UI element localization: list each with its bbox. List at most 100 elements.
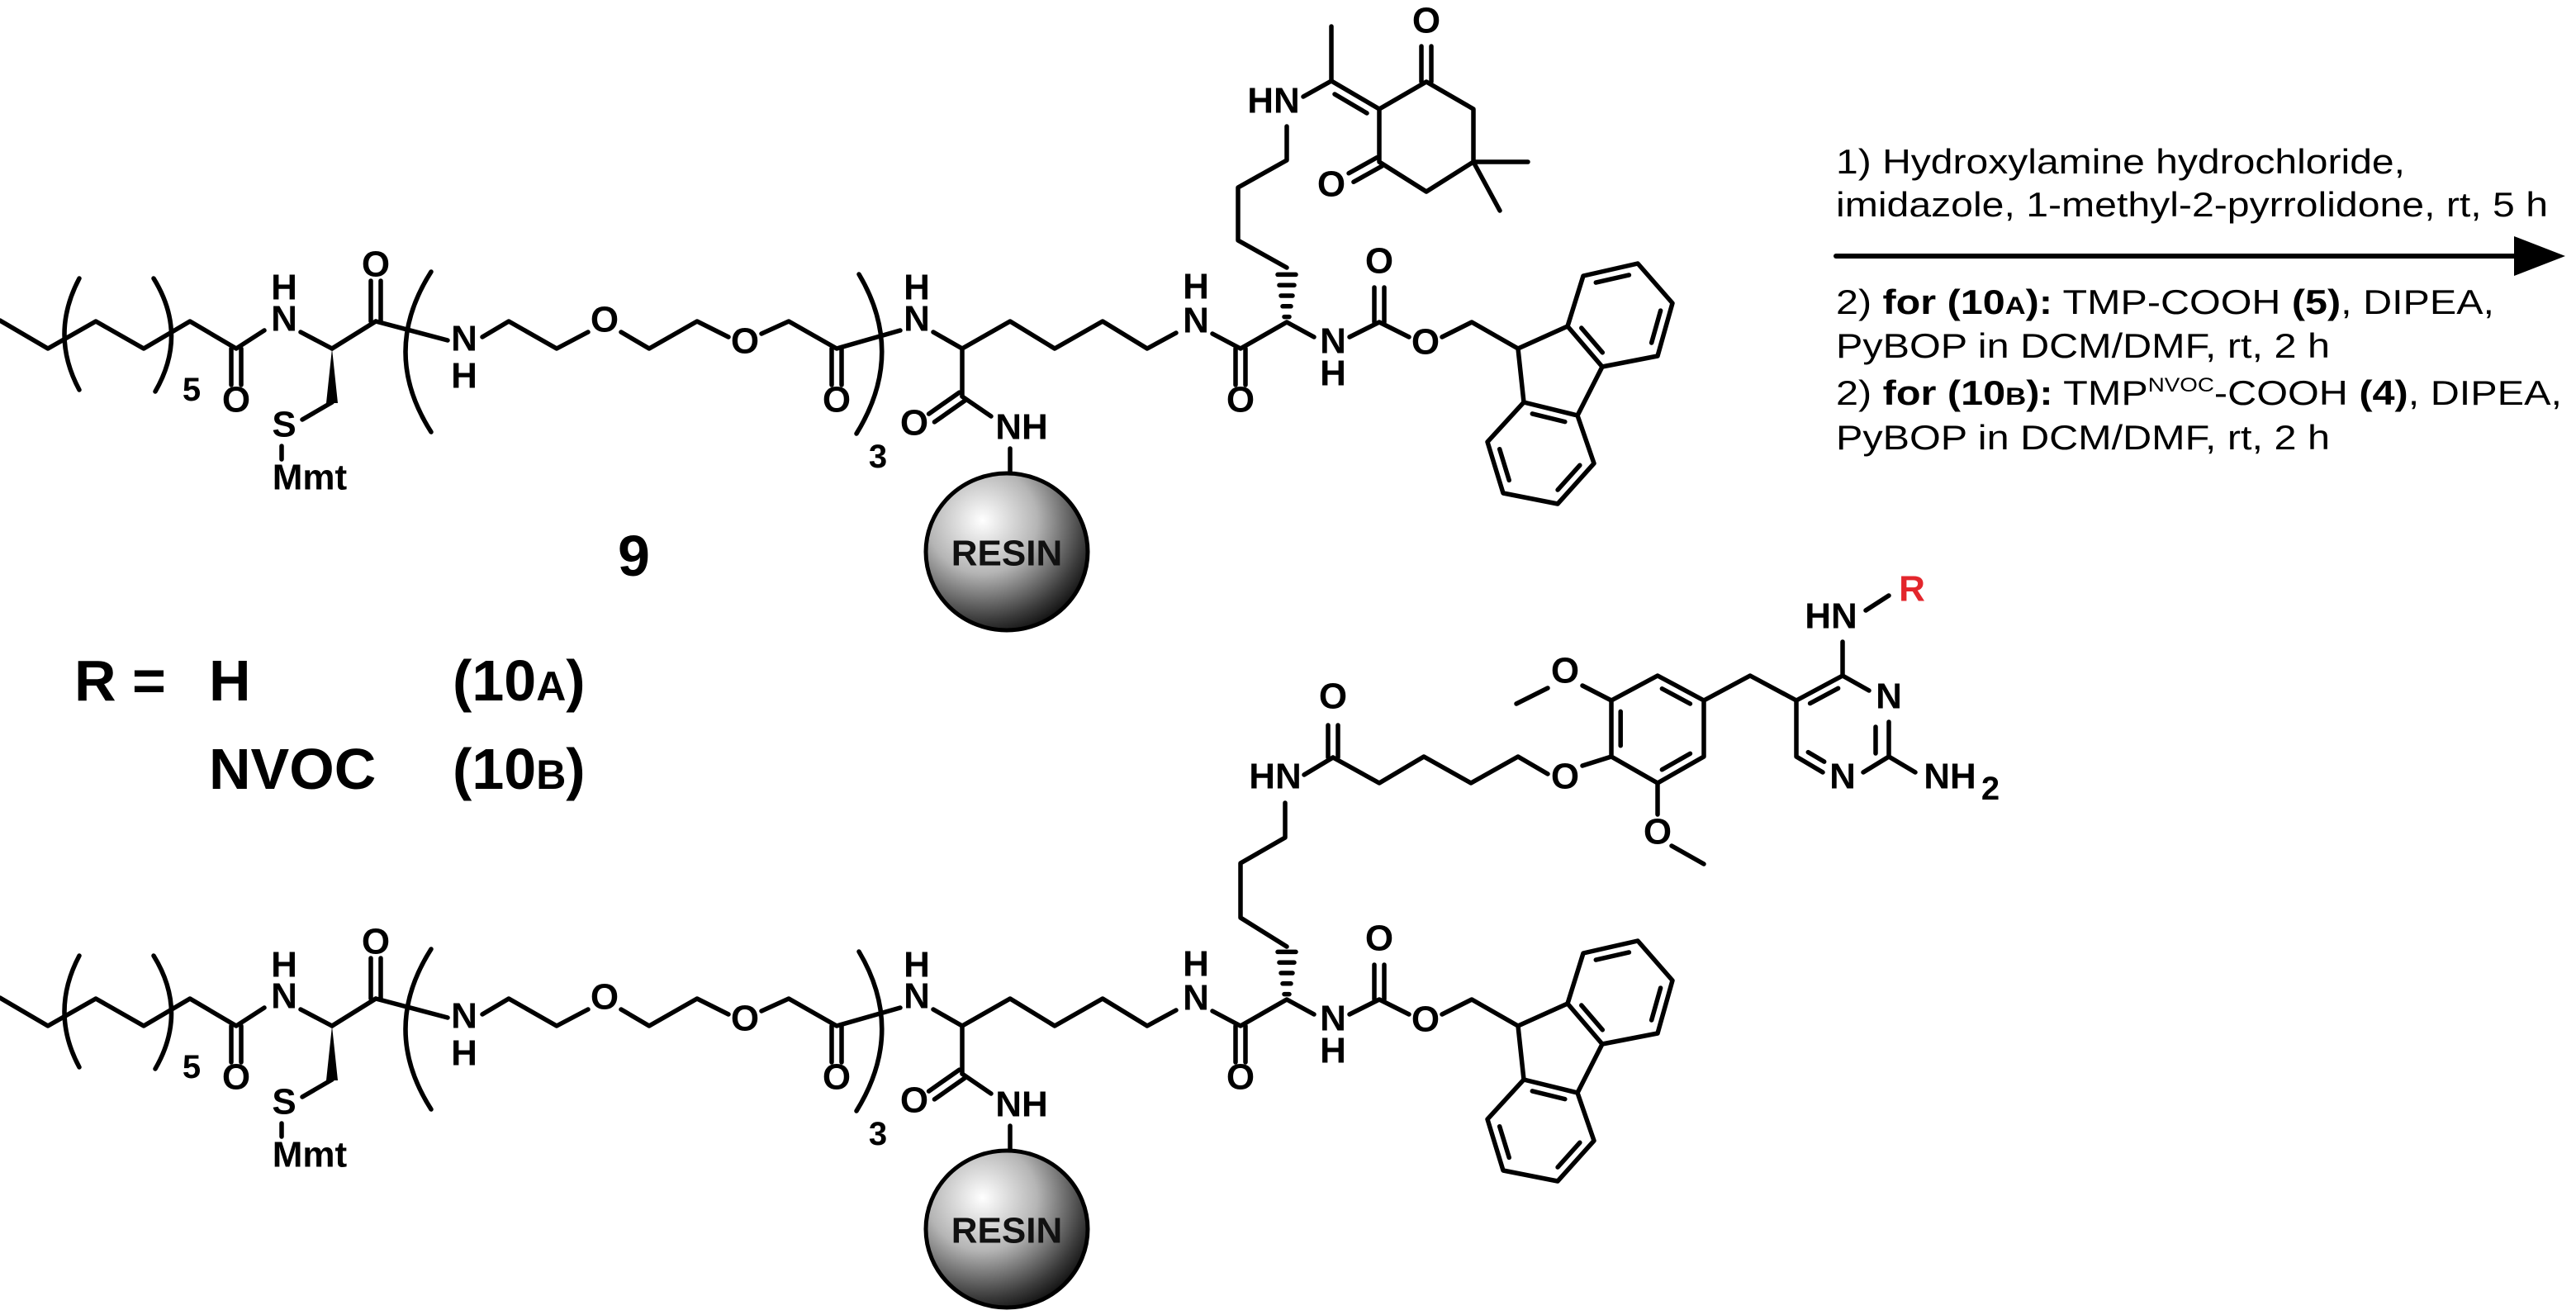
hydrogen-label: H bbox=[451, 1033, 477, 1074]
carbonyl-bond bbox=[1346, 155, 1379, 176]
oxygen-label: O bbox=[731, 999, 759, 1039]
aromatic-inner-bond bbox=[1497, 446, 1511, 483]
peg-chain-bond bbox=[759, 319, 903, 351]
aromatic-inner-bond bbox=[1659, 751, 1693, 772]
legend-compound-10b: (10B) bbox=[453, 737, 586, 801]
hn-label: HN bbox=[1249, 757, 1302, 797]
oxygen-label: O bbox=[900, 403, 928, 444]
pyrimidine-bond bbox=[1794, 673, 1872, 775]
aromatic-inner-bond bbox=[1649, 985, 1663, 1023]
legend-compound-10a: (10A) bbox=[453, 648, 586, 713]
bond bbox=[1886, 754, 1918, 775]
dimedone-ring bbox=[1377, 79, 1476, 194]
legend-r-value-nvoc: NVOC bbox=[209, 737, 376, 801]
reagent-superscript: NVOC bbox=[2148, 374, 2214, 396]
oxygen-label: O bbox=[1365, 241, 1393, 282]
hydrogen-label: H bbox=[451, 356, 477, 396]
nitrogen-label: N bbox=[451, 319, 477, 359]
for-letter: A bbox=[2005, 292, 2026, 320]
for-label: for (10 bbox=[1883, 282, 2005, 321]
bond bbox=[298, 330, 334, 351]
bond bbox=[1302, 755, 1335, 777]
fluorene-bond bbox=[1516, 346, 1526, 405]
reagent-tail: , DIPEA, bbox=[2341, 282, 2494, 321]
oxygen-label: O bbox=[1226, 380, 1255, 420]
bond bbox=[373, 319, 450, 343]
resin-label: RESIN bbox=[951, 1211, 1062, 1251]
paren-open: ( bbox=[453, 648, 472, 713]
reagent: TMP bbox=[2053, 373, 2148, 412]
methyl-bond bbox=[1514, 686, 1550, 706]
oxygen-label: O bbox=[900, 1080, 928, 1121]
repeat-count-3: 3 bbox=[869, 439, 887, 475]
repeat-count-3: 3 bbox=[869, 1116, 887, 1152]
amino-label: NH bbox=[1924, 757, 1976, 797]
fluorene-bond bbox=[1575, 364, 1605, 418]
nitrogen-label: N bbox=[1829, 757, 1856, 797]
lysine-backbone-bond bbox=[1210, 997, 1316, 1028]
step2b-line2: PyBOP in DCM/DMF, rt, 2 h bbox=[1836, 418, 2330, 457]
hn-label: HN bbox=[1805, 596, 1857, 637]
oxygen-label: O bbox=[1551, 757, 1579, 797]
bond bbox=[1301, 78, 1334, 99]
peg-chain-bond bbox=[480, 319, 591, 351]
lysine-sidechain-bond bbox=[1238, 800, 1289, 949]
nitrogen-label: N bbox=[271, 299, 297, 339]
mmt-protecting-group-label: Mmt bbox=[273, 458, 348, 498]
fmoc-linker-bond bbox=[1440, 320, 1520, 351]
bond bbox=[960, 394, 994, 419]
aromatic-inner-bond bbox=[1579, 1003, 1606, 1033]
oxygen-label: O bbox=[1365, 919, 1393, 959]
hydrogen-label: H bbox=[904, 945, 930, 985]
nh-label: NH bbox=[995, 1085, 1048, 1125]
aromatic-inner-bond bbox=[1555, 1140, 1582, 1170]
carbonyl-bond bbox=[926, 1067, 962, 1094]
compound-letter: B bbox=[536, 752, 566, 798]
fluorene-bond bbox=[1516, 324, 1570, 351]
oxygen-label: O bbox=[1317, 164, 1345, 205]
lysine-sidechain-bond bbox=[1236, 124, 1289, 270]
methylene-bond bbox=[1701, 673, 1799, 703]
oxygen-label: O bbox=[591, 300, 619, 340]
paren-close: ) bbox=[566, 737, 585, 801]
r-equals-label: R = bbox=[74, 648, 166, 713]
hydrogen-label: H bbox=[271, 268, 297, 308]
bond bbox=[373, 996, 450, 1020]
for-label: for (10 bbox=[1883, 373, 2005, 412]
mmt-protecting-group-label: Mmt bbox=[273, 1135, 348, 1175]
repeat-count-5: 5 bbox=[183, 1049, 201, 1085]
bond bbox=[1863, 593, 1891, 613]
paren-open: ( bbox=[453, 737, 472, 801]
bond bbox=[1580, 754, 1614, 768]
methyl-bond bbox=[1669, 843, 1706, 866]
step1-line2: imidazole, 1-methyl-2-pyrrolidone, rt, 5… bbox=[1836, 185, 2548, 224]
aromatic-inner-bond bbox=[1593, 273, 1632, 285]
oxygen-label: O bbox=[362, 922, 390, 962]
bond bbox=[960, 1071, 994, 1096]
step-prefix: 2) bbox=[1836, 373, 1883, 412]
aromatic-inner-bond bbox=[1530, 411, 1568, 425]
bond bbox=[1580, 683, 1614, 703]
carbonyl-bond bbox=[926, 390, 962, 416]
lipid-chain-bond bbox=[0, 318, 267, 351]
oxygen-label: O bbox=[591, 977, 619, 1018]
peg-bracket-right bbox=[854, 272, 885, 436]
sulfur-label: S bbox=[272, 1082, 296, 1123]
peg-bracket-left bbox=[403, 269, 434, 434]
enamine-bond bbox=[1329, 78, 1382, 112]
oxygen-label: O bbox=[823, 1057, 851, 1098]
oxygen-label: O bbox=[1319, 676, 1347, 717]
trimethoxybenzene-ring bbox=[1609, 673, 1706, 786]
aromatic-inner-bond bbox=[1649, 308, 1663, 345]
bond-layer bbox=[0, 24, 1918, 1310]
lysine-backbone-bond bbox=[1210, 320, 1316, 351]
oxygen-label: O bbox=[1411, 322, 1440, 363]
nitrogen-label: N bbox=[1876, 676, 1902, 717]
carbonyl-bond bbox=[1351, 164, 1384, 184]
oxygen-label: O bbox=[362, 244, 390, 285]
carbamate-bond bbox=[1347, 997, 1411, 1017]
repeat-count-5: 5 bbox=[183, 372, 201, 408]
